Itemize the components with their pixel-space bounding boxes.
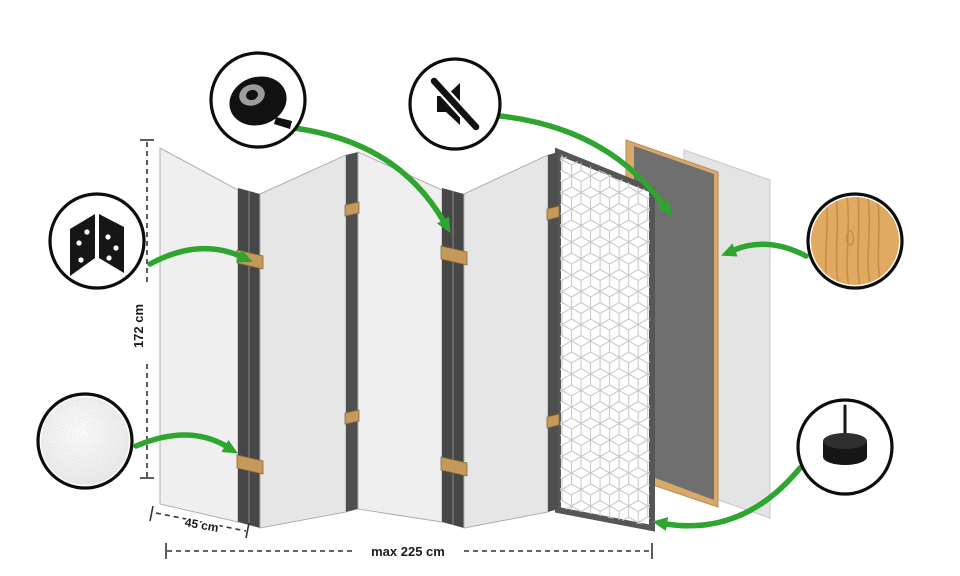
arrowhead-foot [652,517,669,531]
hinges [236,201,560,477]
arrow-hinge [147,245,243,267]
arrow-foot [663,465,803,529]
callout-hinge [48,192,146,290]
callout-arrowheads [221,199,738,531]
total-width-label: max 225 cm [371,544,445,559]
callout-tape [209,51,307,149]
hinge-c-top [440,245,468,266]
callout-wood [806,192,904,290]
arrow-fabric [133,432,229,449]
callout-arrows [133,113,809,529]
arrowhead-hinge [236,249,253,263]
hinge-d-top [546,205,560,221]
callout-fabric [36,392,134,490]
panel-1 [159,147,239,523]
total-width-dimension: max 225 cm [165,543,653,559]
tape-roll-icon [229,76,292,129]
joint-bar-d [548,152,558,512]
hinge-a-bottom [236,454,264,475]
hinge-b-top [344,201,360,217]
hinge-b-bottom [344,409,360,425]
wood-grain [824,197,881,285]
panel-width-dimension: 45 cm [149,505,250,539]
callout-mute [408,57,502,151]
panel-3 [357,151,443,523]
panel-4 [463,154,549,529]
panel-2 [259,154,347,529]
height-label: 172 cm [131,304,146,348]
arrowhead-fabric [221,439,238,454]
hinge-d-bottom [546,413,560,429]
patterned-panel [555,147,655,532]
arrow-wood [731,241,809,259]
dimensions: 172 cm 45 cm max 225 cm [131,139,653,559]
height-dimension: 172 cm [131,139,154,479]
callout-foot [796,398,894,496]
wood-texture-swatch [811,197,899,285]
arrowhead-mute [657,199,672,217]
hinge-c-bottom [440,456,468,477]
arrow-mute [497,113,667,209]
geometric-cube-pattern [560,154,650,526]
hinge-icon [70,214,124,276]
panel-width-label: 45 cm [184,515,220,535]
folding-screen [159,139,771,532]
arrowhead-tape [436,216,451,233]
muted-speaker-icon [428,75,482,133]
arrowhead-wood [721,243,738,257]
arrow-tape [291,125,447,225]
pin-foot-icon [823,404,867,465]
